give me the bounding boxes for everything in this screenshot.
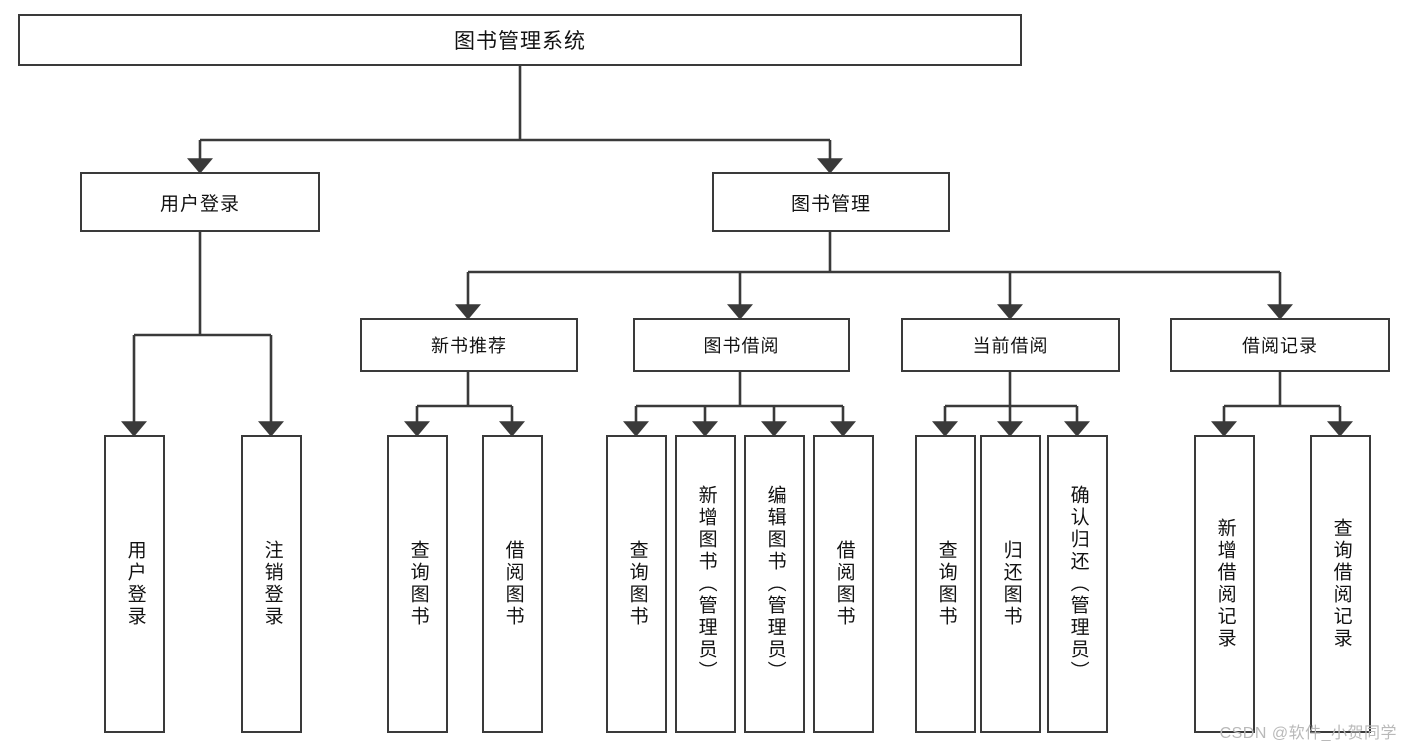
leaf-label: 查询图书 [407, 540, 429, 628]
leaf-book-borrow-borrow-book[interactable]: 借阅图书 [813, 435, 874, 733]
node-user-login-label: 用户登录 [159, 193, 240, 215]
node-borrow-record-label: 借阅记录 [1242, 336, 1318, 356]
leaf-label: 查询图书 [626, 540, 648, 628]
node-user-login[interactable]: 用户登录 [80, 172, 320, 232]
leaf-label: 新增借阅记录 [1214, 518, 1236, 650]
node-root-book-management-system[interactable]: 图书管理系统 [18, 14, 1022, 66]
leaf-book-borrow-add-book-admin[interactable]: 新增图书（管理员） [675, 435, 736, 733]
node-new-book-recommend-label: 新书推荐 [431, 336, 507, 356]
leaf-current-borrow-return-book[interactable]: 归还图书 [980, 435, 1041, 733]
leaf-user-login-logout[interactable]: 注销登录 [241, 435, 302, 733]
node-current-borrow[interactable]: 当前借阅 [901, 318, 1120, 372]
leaf-label: 查询图书 [935, 540, 957, 628]
leaf-label: 注销登录 [261, 540, 283, 628]
node-book-management[interactable]: 图书管理 [712, 172, 950, 232]
node-book-borrow[interactable]: 图书借阅 [633, 318, 850, 372]
node-book-borrow-label: 图书借阅 [703, 336, 780, 356]
leaf-book-borrow-edit-book-admin[interactable]: 编辑图书（管理员） [744, 435, 805, 733]
leaf-label: 编辑图书（管理员） [764, 485, 786, 683]
leaf-current-borrow-confirm-return-admin[interactable]: 确认归还（管理员） [1047, 435, 1108, 733]
node-new-book-recommend[interactable]: 新书推荐 [360, 318, 578, 372]
leaf-label: 查询借阅记录 [1330, 518, 1352, 650]
leaf-new-book-borrow-book[interactable]: 借阅图书 [482, 435, 543, 733]
node-book-management-label: 图书管理 [790, 193, 871, 215]
leaf-label: 新增图书（管理员） [695, 485, 717, 683]
leaf-current-borrow-query-book[interactable]: 查询图书 [915, 435, 976, 733]
leaf-borrow-record-query-record[interactable]: 查询借阅记录 [1310, 435, 1371, 733]
node-borrow-record[interactable]: 借阅记录 [1170, 318, 1390, 372]
leaf-user-login-login[interactable]: 用户登录 [104, 435, 165, 733]
leaf-label: 确认归还（管理员） [1067, 485, 1089, 683]
node-root-label: 图书管理系统 [454, 30, 586, 53]
node-current-borrow-label: 当前借阅 [972, 336, 1049, 356]
leaf-label: 借阅图书 [833, 540, 855, 628]
leaf-label: 归还图书 [1000, 540, 1022, 628]
leaf-book-borrow-query-book[interactable]: 查询图书 [606, 435, 667, 733]
leaf-label: 用户登录 [124, 540, 146, 628]
leaf-label: 借阅图书 [502, 540, 524, 628]
leaf-new-book-query-book[interactable]: 查询图书 [387, 435, 448, 733]
leaf-borrow-record-add-record[interactable]: 新增借阅记录 [1194, 435, 1255, 733]
